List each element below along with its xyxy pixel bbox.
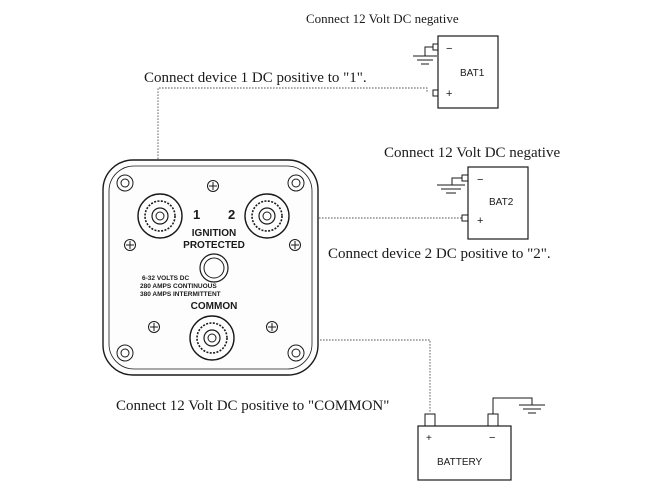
spec-continuous: 280 AMPS CONTINUOUS bbox=[140, 283, 217, 290]
indicator-lens-inner bbox=[203, 257, 225, 279]
main-pos-terminal bbox=[424, 413, 436, 427]
screw-icon bbox=[124, 180, 301, 333]
battery-bat2: BAT2 − + bbox=[437, 166, 529, 240]
ground-icon bbox=[492, 397, 545, 414]
ground-icon bbox=[413, 46, 437, 65]
label-device2-positive: Connect device 2 DC positive to "2". bbox=[328, 246, 551, 262]
main-positive-sign: + bbox=[426, 433, 432, 444]
main-neg-terminal bbox=[487, 413, 499, 427]
corner-holes bbox=[116, 174, 305, 362]
spec-intermittent: 380 AMPS INTERMITTENT bbox=[140, 291, 221, 298]
bat1-neg-terminal bbox=[432, 43, 439, 51]
bat1-label: BAT1 bbox=[460, 68, 485, 79]
wire-device1 bbox=[157, 87, 428, 210]
bat2-positive-sign: + bbox=[477, 215, 483, 227]
terminal-1-label: 1 bbox=[193, 207, 200, 222]
ground-icon bbox=[437, 177, 465, 194]
terminal-2-label: 2 bbox=[228, 207, 235, 222]
bat2-neg-terminal bbox=[461, 174, 469, 182]
main-negative-sign: − bbox=[489, 432, 495, 444]
switch-plate-inner bbox=[108, 165, 313, 370]
bat1-negative-sign: − bbox=[446, 43, 452, 55]
bat1-body bbox=[437, 35, 499, 109]
spec-volts: 6-32 VOLTS DC bbox=[142, 275, 190, 282]
label-bat1-negative: Connect 12 Volt DC negative bbox=[306, 11, 459, 26]
label-common-positive: Connect 12 Volt DC positive to "COMMON" bbox=[116, 398, 389, 414]
bat1-positive-sign: + bbox=[446, 88, 452, 100]
bat2-label: BAT2 bbox=[489, 197, 514, 208]
bat1-pos-terminal bbox=[432, 89, 439, 97]
switch-plate bbox=[102, 159, 319, 376]
bat2-body bbox=[467, 166, 529, 240]
terminal-post-icon bbox=[137, 193, 290, 361]
label-bat2-negative: Connect 12 Volt DC negative bbox=[384, 145, 560, 161]
bat2-negative-sign: − bbox=[477, 174, 483, 186]
indicator-lens bbox=[199, 253, 229, 283]
label-device1-positive: Connect device 1 DC positive to "1". bbox=[144, 70, 367, 86]
bat2-pos-terminal bbox=[461, 214, 469, 222]
plate-protected: PROTECTED bbox=[183, 240, 245, 251]
plate-common: COMMON bbox=[191, 301, 238, 312]
battery-main: + − BATTERY bbox=[417, 397, 545, 481]
plate-ignition: IGNITION bbox=[192, 228, 236, 239]
battery-bat1: BAT1 − + bbox=[413, 35, 499, 109]
main-battery-body bbox=[417, 425, 512, 481]
main-battery-label: BATTERY bbox=[437, 457, 483, 468]
battery-switch: 1 2 IGNITION PROTECTED 6-32 VOLTS DC 280… bbox=[102, 159, 319, 376]
